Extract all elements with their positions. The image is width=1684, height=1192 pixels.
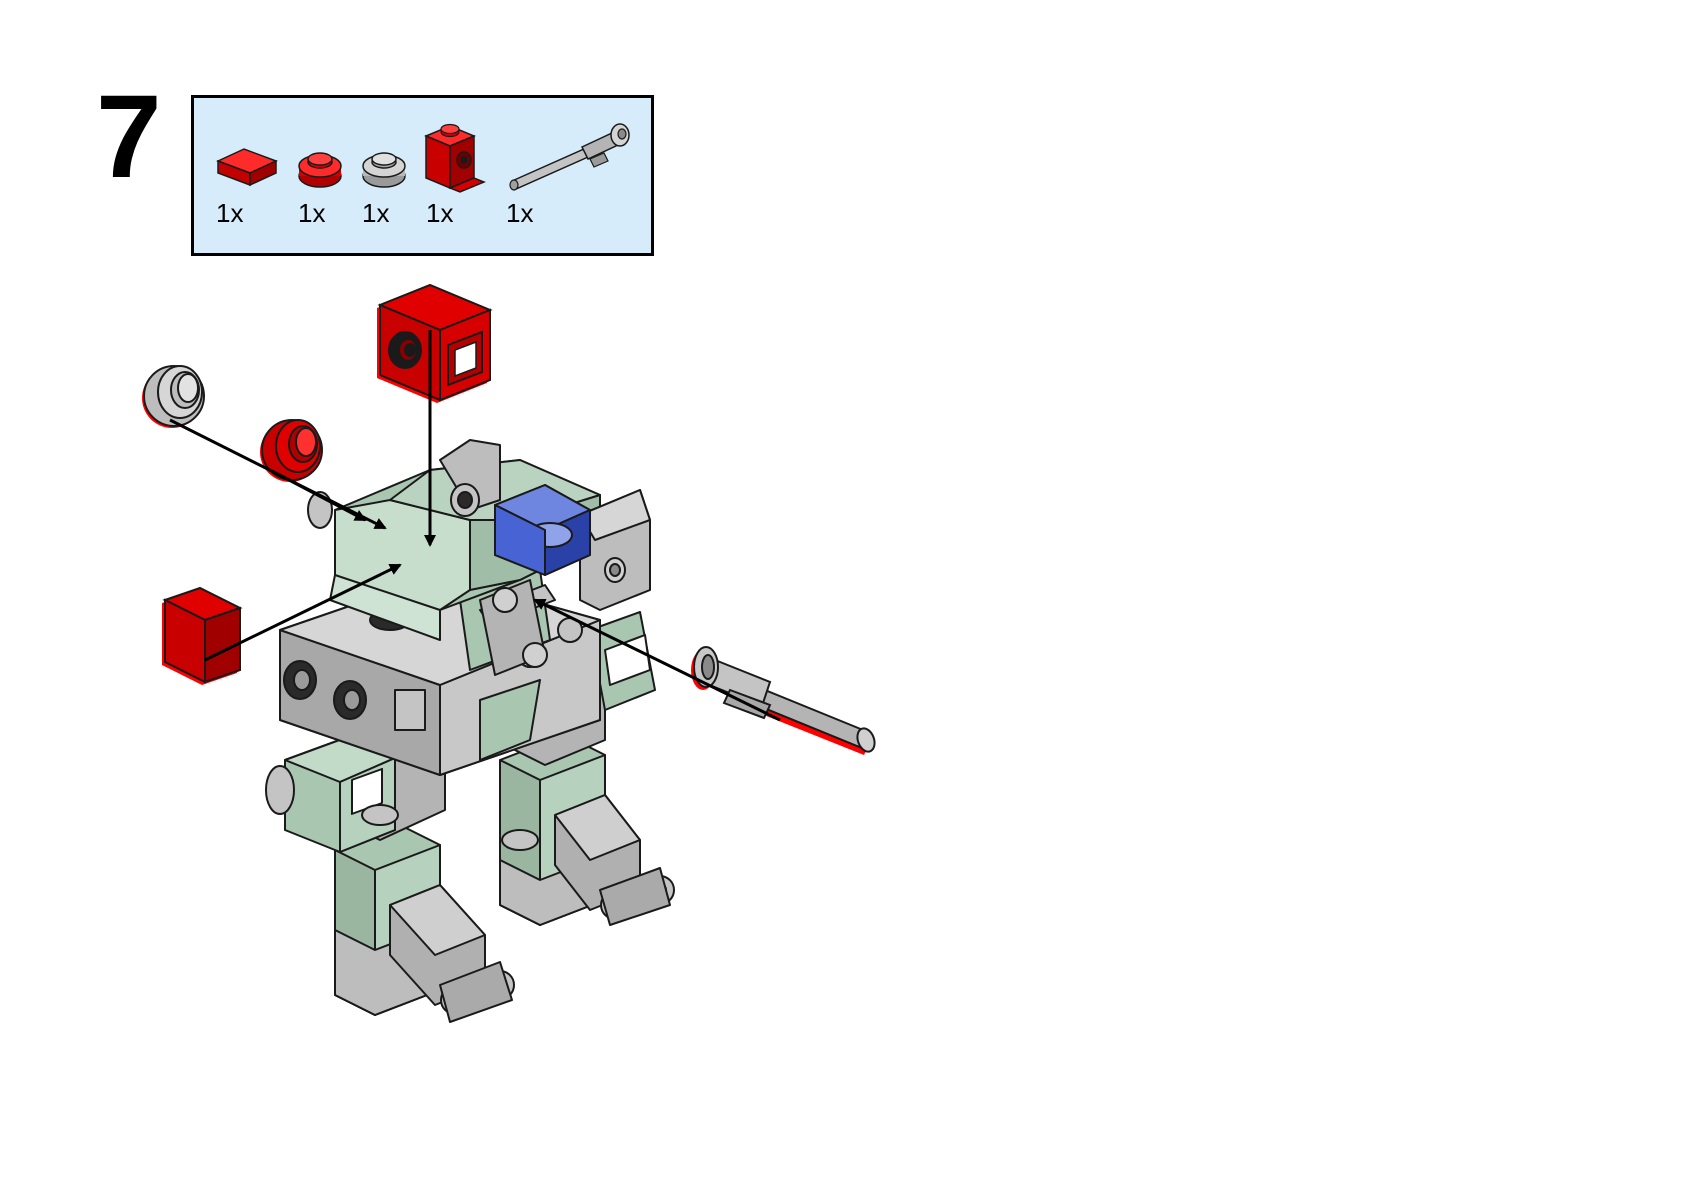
torso-right-gray bbox=[579, 489, 651, 611]
parts-list-callout: 1x 1x 1x bbox=[191, 95, 654, 256]
part-red-round-plate bbox=[296, 148, 346, 193]
part-gray-round-plate bbox=[360, 148, 410, 193]
part-red-tile bbox=[214, 143, 284, 193]
part-quantity: 1x bbox=[216, 198, 244, 228]
loose-part-gray-bar-clip bbox=[691, 646, 876, 755]
arrow-gray-bar bbox=[533, 598, 781, 722]
loose-part-red-round-plate bbox=[260, 419, 323, 482]
part-red-brick-side-stud bbox=[424, 118, 494, 198]
step-number: 7 bbox=[96, 71, 162, 203]
loose-part-red-brick-side-stud bbox=[377, 283, 493, 403]
red-brick-side-stud-icon bbox=[424, 123, 486, 193]
part-quantity: 1x bbox=[506, 198, 534, 228]
red-round-plate-icon bbox=[298, 152, 342, 188]
arrow-red-tile bbox=[204, 563, 402, 662]
gray-bar-clip-icon bbox=[509, 123, 630, 191]
mech-model bbox=[265, 439, 675, 1023]
torso-axle bbox=[479, 579, 548, 676]
right-leg bbox=[499, 734, 675, 926]
part-quantity: 1x bbox=[362, 198, 390, 228]
part-quantity: 1x bbox=[426, 198, 454, 228]
left-leg bbox=[334, 824, 515, 1023]
assembly-arrows bbox=[169, 330, 781, 722]
cockpit-trans-blue bbox=[494, 484, 591, 576]
part-gray-bar-clip bbox=[504, 123, 644, 198]
loose-part-red-tile bbox=[162, 586, 243, 685]
part-quantity: 1x bbox=[298, 198, 326, 228]
arrow-red-round-plate bbox=[269, 468, 367, 522]
red-tile-icon bbox=[216, 148, 278, 187]
gray-round-plate-icon bbox=[362, 152, 406, 188]
left-shoulder bbox=[265, 737, 396, 853]
loose-part-gray-round-plate bbox=[142, 365, 205, 428]
